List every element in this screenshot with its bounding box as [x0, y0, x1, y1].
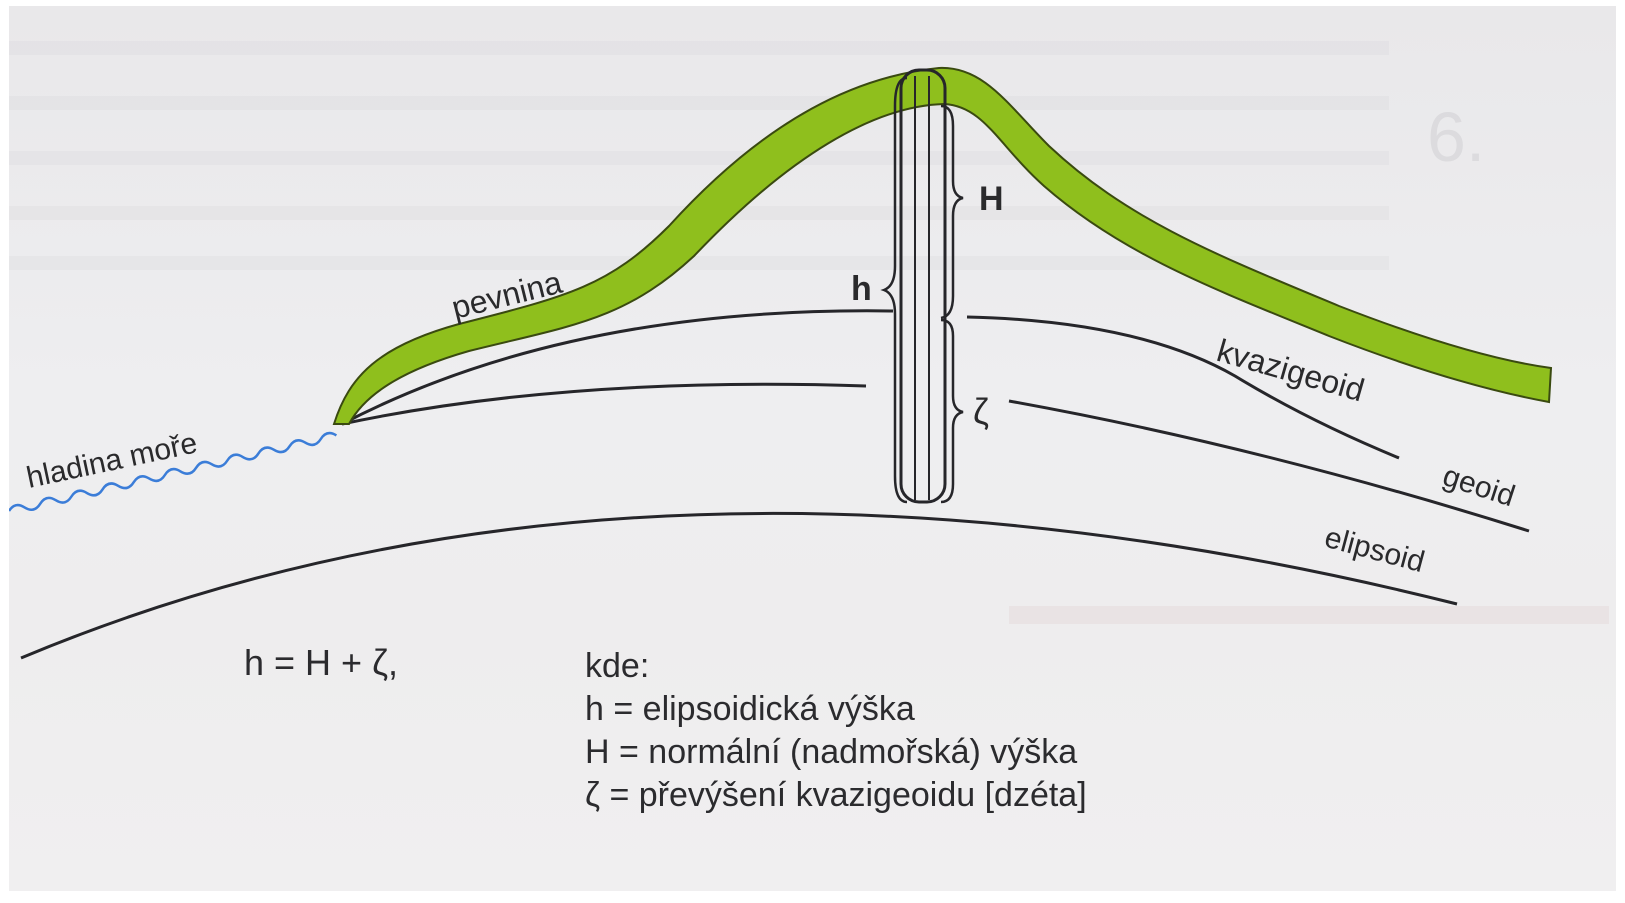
h-label: h [851, 270, 872, 308]
vertical-column [899, 68, 947, 504]
H-label: H [979, 180, 1004, 218]
legend-heading: kde: [585, 647, 650, 685]
diagram: 6. pevnina hladina moře kvazigeoid geoid… [9, 41, 1609, 660]
brace-H [940, 104, 964, 320]
zeta-label: ζ [973, 391, 989, 432]
legend-line-zeta: ζ = převýšení kvazigeoidu [dzéta] [585, 776, 1087, 814]
quasigeoid-curve-right [966, 315, 1400, 460]
legend-line-h: h = elipsoidická výška [585, 690, 915, 728]
bleed-through: 6. [9, 41, 1609, 624]
ellipsoid-label: elipsoid [1321, 521, 1428, 579]
geoid-curve-right [1008, 399, 1530, 533]
geoid-label: geoid [1439, 459, 1519, 513]
photo-background: 6. pevnina hladina moře kvazigeoid geoid… [9, 6, 1616, 891]
bleed-page-number: 6. [1427, 98, 1485, 176]
legend-line-H: H = normální (nadmořská) výška [585, 733, 1078, 771]
geoid-curve [341, 382, 867, 426]
legend: kde: h = elipsoidická výška H = normální… [585, 645, 1087, 817]
land-band [332, 66, 1553, 425]
brace-h [880, 76, 908, 504]
ellipsoid-curve [20, 511, 1458, 660]
brace-zeta [940, 318, 964, 504]
quasigeoid-curve [341, 309, 894, 426]
formula: h = H + ζ, [244, 642, 398, 683]
quasigeoid-label: kvazigeoid [1213, 332, 1368, 408]
sea-level-wave [9, 431, 338, 512]
